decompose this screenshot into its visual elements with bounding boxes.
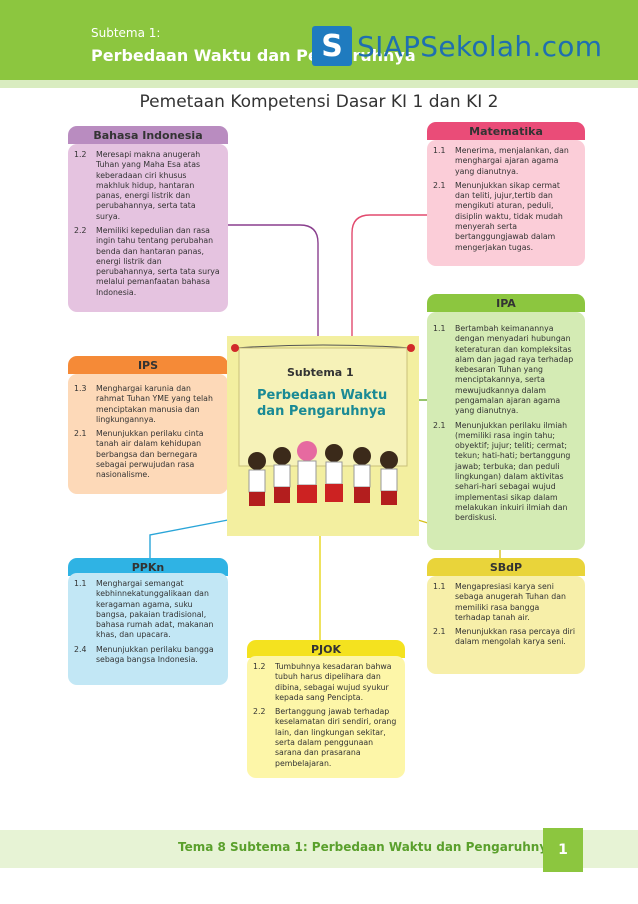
center-subtheme-label: Subtema 1: [287, 366, 354, 379]
sbdp-tab: SBdP: [427, 558, 585, 576]
kd-item: 1.2 Meresapi makna anugerah Tuhan yang M…: [74, 150, 220, 222]
pjok-tab: PJOK: [247, 640, 405, 658]
center-title-line2: dan Pengaruhnya: [257, 404, 386, 420]
kd-text: Menunjukkan sikap cermat dan teliti, juj…: [455, 180, 563, 252]
kd-number: 1.1: [433, 582, 446, 591]
kd-number: 2.2: [74, 225, 87, 235]
kd-number: 1.1: [74, 579, 87, 588]
footer-text: Tema 8 Subtema 1: Perbedaan Waktu dan Pe…: [178, 840, 556, 854]
kd-item: 2.1 Menunjukkan perilaku ilmiah (memilik…: [433, 421, 577, 524]
kd-text: Menghargai semangat kebhinnekatunggalika…: [96, 579, 214, 640]
ipa-tab: IPA: [427, 294, 585, 312]
kd-text: Menerima, menjalankan, dan menghargai aj…: [455, 146, 569, 176]
pjok-box: 1.2 Tumbuhnya kesadaran bahwa tubuh haru…: [247, 656, 405, 778]
kd-text: Bertanggung jawab terhadap keselamatan d…: [275, 707, 397, 768]
bahasa-indonesia-box: 1.2 Meresapi makna anugerah Tuhan yang M…: [68, 144, 228, 312]
kd-item: 1.2 Tumbuhnya kesadaran bahwa tubuh haru…: [253, 662, 397, 703]
center-illustration: Subtema 1 Perbedaan Waktu dan Pengaruhny…: [227, 336, 419, 536]
kd-item: 2.2 Memiliki kepedulian dan rasa ingin t…: [74, 226, 220, 298]
ppkn-box: 1.1 Menghargai semangat kebhinnekatungga…: [68, 573, 228, 685]
ipa-box: 1.1 Bertambah keimanannya dengan menyada…: [427, 312, 585, 550]
kd-number: 2.1: [433, 627, 446, 637]
kd-item: 2.1 Menunjukkan sikap cermat dan teliti,…: [433, 181, 577, 253]
bahasa-indonesia-tab: Bahasa Indonesia: [68, 126, 228, 144]
watermark-logo-text: SIAPSekolah.com: [357, 29, 603, 63]
sbdp-label: SBdP: [489, 560, 523, 574]
kd-item: 2.1 Menunjukkan perilaku cinta tanah air…: [74, 429, 220, 480]
ipa-label: IPA: [496, 296, 516, 310]
center-title: Perbedaan Waktu dan Pengaruhnya: [257, 388, 387, 421]
footer-band: [0, 830, 638, 868]
connector-ppkn: [149, 519, 229, 558]
kd-item: 2.4 Menunjukkan perilaku bangga sebaga b…: [74, 645, 220, 666]
kd-number: 1.2: [253, 662, 266, 671]
kd-item: 1.3 Menghargai karunia dan rahmat Tuhan …: [74, 384, 220, 425]
kd-text: Menghargai karunia dan rahmat Tuhan YME …: [96, 384, 213, 424]
pjok-label: PJOK: [310, 642, 342, 656]
kd-number: 2.1: [433, 420, 446, 430]
page-title: Pemetaan Kompetensi Dasar KI 1 dan KI 2: [139, 92, 499, 112]
bahasa-indonesia-label: Bahasa Indonesia: [93, 128, 203, 142]
ppkn-label: PPKn: [131, 560, 165, 574]
ips-label: IPS: [137, 358, 159, 372]
kd-text: Bertambah keimanannya dengan menyadari h…: [455, 324, 574, 416]
kd-number: 2.1: [74, 429, 87, 439]
kd-text: Mengapresiasi karya seni sebaga anugerah…: [455, 582, 566, 622]
ips-tab: IPS: [68, 356, 228, 374]
kd-text: Menunjukkan perilaku cinta tanah air dal…: [96, 429, 204, 480]
kd-item: 2.2 Bertanggung jawab terhadap keselamat…: [253, 707, 397, 769]
kd-number: 1.1: [433, 146, 446, 155]
matematika-tab: Matematika: [427, 122, 585, 140]
kd-item: 1.1 Bertambah keimanannya dengan menyada…: [433, 324, 577, 417]
kd-text: Tumbuhnya kesadaran bahwa tubuh harus di…: [275, 662, 392, 702]
kd-number: 1.2: [74, 150, 87, 159]
kd-text: Menunjukkan perilaku ilmiah (memiliki ra…: [455, 420, 571, 523]
ips-box: 1.3 Menghargai karunia dan rahmat Tuhan …: [68, 374, 228, 494]
kd-text: Menunjukkan perilaku bangga sebaga bangs…: [96, 644, 214, 664]
kd-item: 1.1 Menerima, menjalankan, dan mengharga…: [433, 146, 577, 177]
center-illustration-art: [231, 344, 415, 506]
kd-number: 1.1: [433, 324, 446, 333]
kd-text: Memiliki kepedulian dan rasa ingin tahu …: [96, 225, 220, 297]
ppkn-tab: PPKn: [68, 558, 228, 576]
connector-bahasa: [228, 224, 319, 338]
sbdp-box: 1.1 Mengapresiasi karya seni sebaga anug…: [427, 576, 585, 674]
kd-text: Meresapi makna anugerah Tuhan yang Maha …: [96, 150, 201, 221]
kd-number: 1.3: [74, 384, 87, 393]
kd-number: 2.4: [74, 644, 87, 654]
page-number: 1: [543, 828, 583, 872]
kd-number: 2.1: [433, 180, 446, 190]
header-strip: [0, 80, 638, 88]
kd-item: 2.1 Menunjukkan rasa percaya diri dalam …: [433, 627, 577, 648]
kd-text: Menunjukkan rasa percaya diri dalam meng…: [455, 627, 576, 647]
kd-number: 2.2: [253, 707, 266, 717]
subtheme-label: Subtema 1:: [91, 26, 161, 40]
matematika-box: 1.1 Menerima, menjalankan, dan mengharga…: [427, 140, 585, 266]
kd-item: 1.1 Menghargai semangat kebhinnekatungga…: [74, 579, 220, 641]
matematika-label: Matematika: [469, 124, 543, 138]
watermark-logo-mark: S: [312, 26, 352, 66]
kd-item: 1.1 Mengapresiasi karya seni sebaga anug…: [433, 582, 577, 623]
center-title-line1: Perbedaan Waktu: [257, 388, 388, 403]
watermark-logo: S SIAPSekolah.com: [312, 24, 602, 68]
connector-matematika: [351, 214, 430, 338]
